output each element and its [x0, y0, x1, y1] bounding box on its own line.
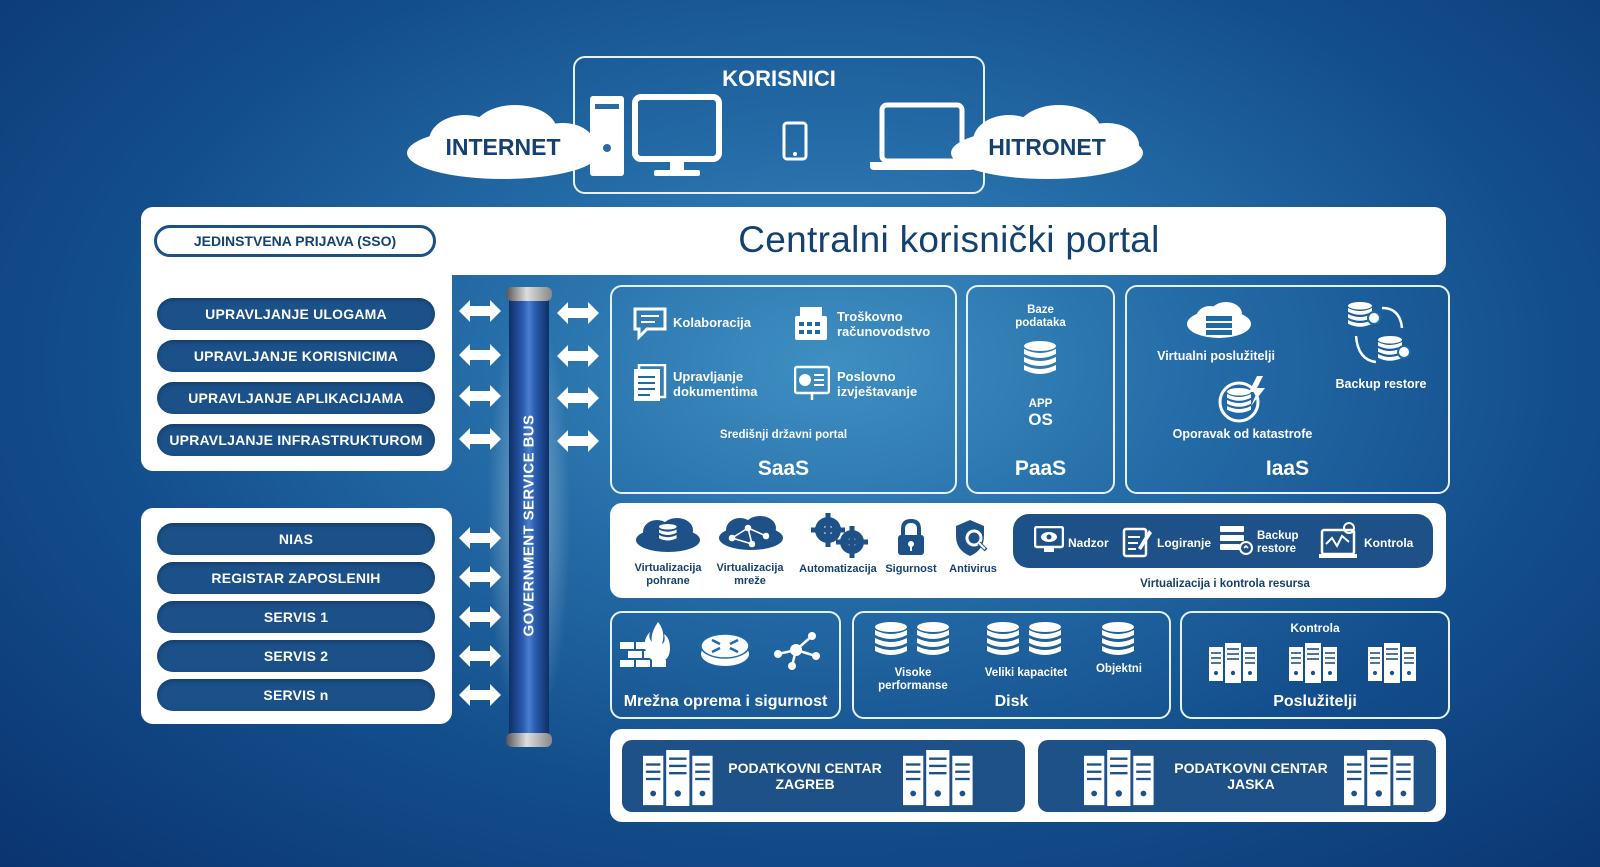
users-title: KORISNICI	[722, 66, 836, 91]
disk-item: Veliki kapacitet	[984, 667, 1068, 679]
disk-item: Visoke performanse	[878, 667, 948, 692]
service-item[interactable]: SERVIS 2	[157, 640, 435, 672]
antivirus-icon	[954, 518, 990, 558]
servers-control-label: Kontrola	[1290, 621, 1340, 635]
control-item: Backup restore	[1257, 530, 1299, 555]
disaster-recovery-icon	[1217, 376, 1269, 424]
control-panel-icon	[1319, 522, 1359, 560]
hitronet-cloud	[947, 103, 1147, 188]
document-icon	[633, 364, 667, 402]
report-icon	[794, 364, 830, 402]
object-disk-icon	[1102, 622, 1136, 665]
bus-cap-top	[506, 287, 552, 301]
service-bus-label: GOVERNMENT SERVICE BUS	[520, 414, 538, 637]
server-rack-icon	[1367, 642, 1418, 688]
network-nodes-icon	[772, 630, 822, 670]
network-box	[610, 611, 841, 719]
saas-portal-label: Središnji državni portal	[719, 429, 848, 441]
servers-box	[1180, 611, 1450, 719]
control-title: Virtualizacija i kontrola resursa	[1140, 578, 1310, 590]
firewall-icon	[620, 622, 672, 668]
management-item[interactable]: UPRAVLJANJE KORISNICIMA	[157, 340, 435, 372]
saas-item: Poslovno izvještavanje	[837, 369, 918, 399]
monitor-eye-icon	[1034, 526, 1064, 554]
service-bus-pipe	[509, 291, 549, 743]
iaas-recovery-label: Oporavak od katastrofe	[1172, 427, 1313, 441]
service-item[interactable]: REGISTAR ZAPOSLENIH	[157, 562, 435, 594]
service-item[interactable]: SERVIS 1	[157, 601, 435, 633]
desktop-tower-icon	[590, 96, 626, 178]
phone-icon	[782, 121, 808, 161]
virt-item: Sigurnost	[885, 563, 937, 575]
saas-title: SaaS	[757, 457, 810, 480]
router-icon	[700, 630, 750, 668]
server-rack-icon	[901, 748, 978, 811]
server-rack-icon	[1288, 642, 1339, 688]
backup-server-icon	[1220, 526, 1254, 556]
saas-item: Kolaboracija	[673, 315, 752, 330]
arrows-right	[557, 0, 601, 465]
database-icon	[1024, 341, 1058, 384]
iaas-box	[1125, 285, 1450, 494]
management-item[interactable]: UPRAVLJANJE INFRASTRUKTUROM	[157, 424, 435, 456]
paas-app-label: APP	[1028, 398, 1053, 410]
network-virtualization-icon	[718, 514, 784, 554]
chat-icon	[633, 307, 667, 341]
internet-cloud	[403, 103, 603, 188]
virt-item: Virtualizacija pohrane	[634, 562, 702, 587]
gears-icon	[808, 512, 868, 558]
arrows-left	[459, 0, 503, 735]
management-item[interactable]: UPRAVLJANJE APLIKACIJAMA	[157, 382, 435, 414]
control-item: Nadzor	[1068, 536, 1109, 550]
monitor-icon	[632, 94, 724, 178]
saas-box	[610, 285, 957, 494]
disk-item: Objektni	[1095, 663, 1142, 675]
control-item: Kontrola	[1364, 536, 1414, 550]
sso-button[interactable]: JEDINSTVENA PRIJAVA (SSO)	[154, 225, 436, 257]
paas-box	[966, 285, 1115, 494]
control-item: Logiranje	[1157, 536, 1212, 550]
datacenter-label: PODATKOVNI CENTAR JASKA	[1174, 760, 1328, 792]
bus-cap-bottom	[506, 733, 552, 747]
storage-virtualization-icon	[635, 518, 701, 552]
lock-icon	[896, 518, 926, 558]
high-performance-disk-icon	[875, 622, 955, 665]
paas-db-label: Baze podataka	[1015, 304, 1066, 329]
datacenter-label: PODATKOVNI CENTAR ZAGREB	[728, 760, 882, 792]
servers-title: Poslužitelji	[1273, 693, 1357, 710]
virt-item: Antivirus	[949, 563, 997, 575]
server-rack-icon	[1082, 748, 1159, 811]
server-rack-icon	[641, 748, 718, 811]
network-title: Mrežna oprema i sigurnost	[623, 693, 828, 710]
paas-title: PaaS	[1014, 457, 1067, 480]
management-item[interactable]: UPRAVLJANJE ULOGAMA	[157, 298, 435, 330]
iaas-virtual-label: Virtualni poslužitelji	[1157, 349, 1275, 363]
internet-label: INTERNET	[445, 134, 561, 160]
cloud-server-icon	[1186, 302, 1252, 342]
virt-item: Virtualizacija mreže	[716, 562, 784, 587]
service-item[interactable]: SERVIS n	[157, 679, 435, 711]
calculator-icon	[794, 306, 828, 342]
saas-item: Troškovno računovodstvo	[837, 309, 931, 339]
disk-title: Disk	[994, 693, 1029, 710]
log-icon	[1122, 524, 1152, 558]
paas-os-label: OS	[1028, 410, 1053, 429]
portal-title: Centralni korisnički portal	[738, 219, 1160, 260]
disk-box	[852, 611, 1171, 719]
backup-cycle-icon	[1348, 302, 1414, 370]
server-rack-icon	[1342, 748, 1419, 811]
high-capacity-disk-icon	[987, 622, 1067, 665]
saas-item: Upravljanje dokumentima	[673, 369, 758, 399]
laptop-icon	[870, 102, 974, 172]
service-item[interactable]: NIAS	[157, 523, 435, 555]
virt-item: Automatizacija	[799, 563, 877, 575]
iaas-title: IaaS	[1265, 457, 1310, 480]
iaas-backup-label: Backup restore	[1335, 377, 1427, 391]
hitronet-label: HITRONET	[988, 134, 1106, 160]
server-rack-icon	[1208, 642, 1259, 688]
